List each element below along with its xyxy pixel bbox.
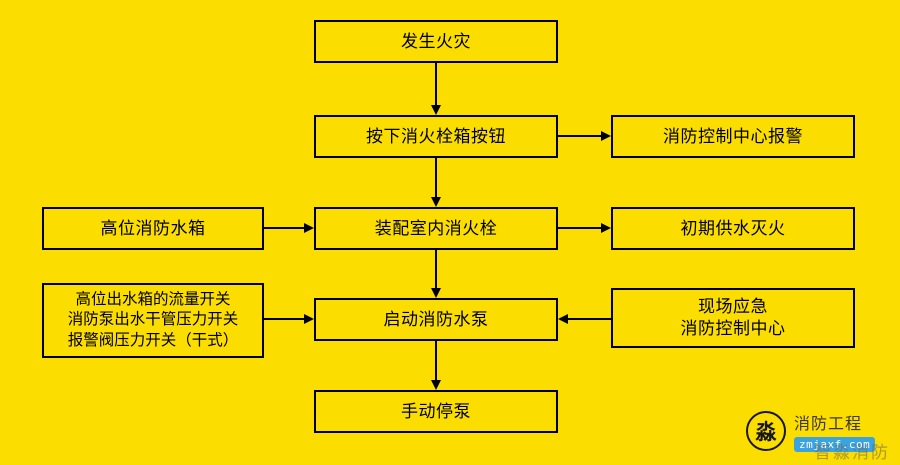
- node-fire: 发生火灾: [314, 20, 558, 63]
- watermark: 淼 消防工程 zmjaxf.com: [744, 403, 892, 459]
- arrow-switches-to-startpump: [264, 313, 314, 325]
- watermark-brand: 消防工程: [794, 416, 863, 433]
- watermark-logo-icon: 淼: [744, 409, 788, 453]
- node-start-fire-pump: 启动消防水泵: [314, 298, 558, 341]
- arrow-hydrant-to-initial: [558, 222, 611, 234]
- watermark-text: 消防工程 zmjaxf.com: [794, 410, 876, 452]
- node-press-hydrant-button: 按下消火栓箱按钮: [314, 115, 558, 158]
- node-onsite-emergency: 现场应急 消防控制中心: [611, 288, 855, 348]
- arrow-press-to-hydrant: [430, 158, 442, 207]
- watermark-logo-glyph: 淼: [755, 421, 777, 444]
- arrow-tank-to-hydrant: [264, 222, 314, 234]
- node-pressure-switches: 高位出水箱的流量开关 消防泵出水干管压力开关 报警阀压力开关（干式）: [42, 283, 264, 358]
- node-fire-control-center-alarm: 消防控制中心报警: [611, 115, 855, 158]
- watermark-overlay-text: 智淼消防: [814, 443, 890, 462]
- node-indoor-hydrant: 装配室内消火栓: [314, 207, 558, 250]
- arrow-press-to-center: [558, 130, 611, 142]
- watermark-site: zmjaxf.com: [794, 437, 876, 452]
- arrow-fire-to-press: [430, 63, 442, 115]
- arrow-startpump-to-stoppump: [430, 341, 442, 390]
- arrow-emergency-to-startpump: [558, 313, 611, 325]
- node-manual-stop-pump: 手动停泵: [314, 390, 558, 433]
- arrow-hydrant-to-startpump: [430, 250, 442, 298]
- node-high-level-water-tank: 高位消防水箱: [42, 207, 264, 250]
- node-initial-water-supply: 初期供水灭火: [611, 207, 855, 250]
